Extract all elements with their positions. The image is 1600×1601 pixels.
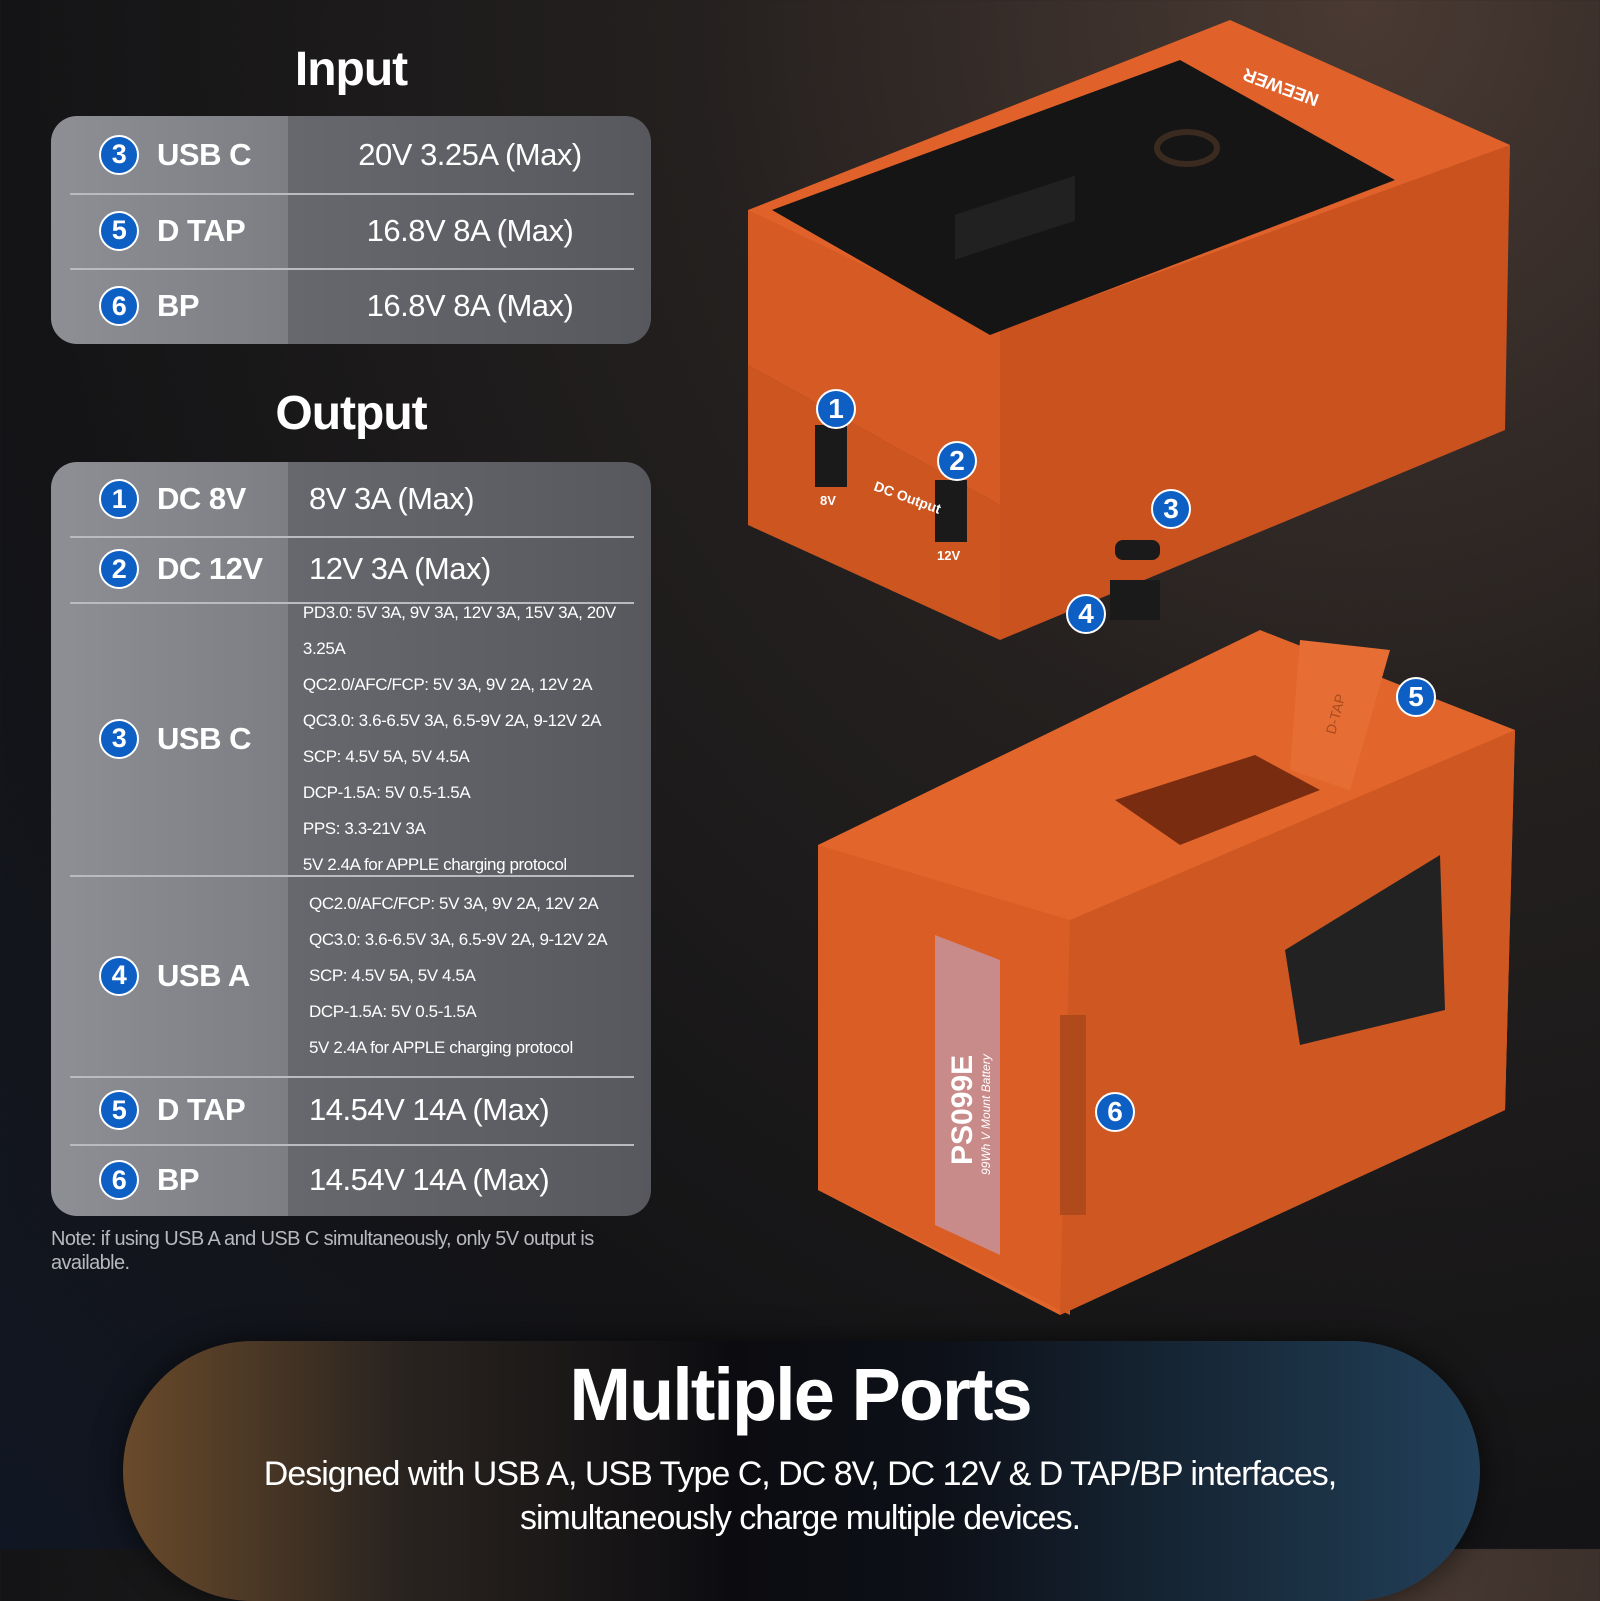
marker-6: 6 (1095, 1092, 1135, 1132)
port-dc-12v (935, 480, 967, 542)
port-name: DC 12V (157, 551, 263, 586)
banner-subtitle: Designed with USB A, USB Type C, DC 8V, … (0, 1452, 1600, 1540)
protocol-line: DCP-1.5A: 5V 0.5-1.5A (309, 1001, 477, 1021)
model-label (935, 935, 1000, 1255)
protocol-list: PD3.0: 5V 3A, 9V 3A, 12V 3A, 15V 3A, 20V… (283, 595, 651, 883)
port-badge: 4 (99, 955, 139, 996)
svg-text:PS099E: PS099E (946, 1055, 979, 1165)
port-badge: 3 (99, 134, 139, 175)
port-badge: 5 (99, 1090, 139, 1130)
table-row: 6 BP 16.8V 8A (Max) (51, 268, 651, 344)
table-row: 1 DC 8V 8V 3A (Max) (51, 462, 651, 536)
port-badge: 6 (99, 1160, 139, 1200)
port-spec: 14.54V 14A (Max) (309, 1092, 550, 1127)
port-badge: 5 (99, 210, 139, 251)
port-name: DC 8V (157, 481, 246, 516)
svg-text:8V: 8V (820, 493, 836, 508)
display-panel (772, 60, 1395, 335)
table-row: 4 USB A QC2.0/AFC/FCP: 5V 3A, 9V 2A, 12V … (51, 875, 651, 1076)
protocol-list: QC2.0/AFC/FCP: 5V 3A, 9V 2A, 12V 2A QC3.0… (289, 886, 608, 1066)
port-spec: 12V 3A (Max) (309, 551, 491, 586)
port-badge: 3 (99, 718, 139, 759)
protocol-line: PPS: 3.3-21V 3A (302, 818, 426, 838)
marker-3: 3 (1151, 489, 1191, 529)
banner-title: Multiple Ports (569, 1353, 1032, 1436)
svg-text:12V: 12V (937, 548, 960, 563)
protocol-line: DCP-1.5A: 5V 0.5-1.5A (302, 782, 471, 802)
protocol-line: QC2.0/AFC/FCP: 5V 3A, 9V 2A, 12V 2A (302, 674, 593, 694)
port-spec: 16.8V 8A (Max) (366, 288, 574, 323)
port-badge: 2 (99, 549, 139, 589)
port-name: USB C (157, 136, 251, 172)
table-row: 5 D TAP 14.54V 14A (Max) (51, 1076, 651, 1144)
port-name: D TAP (157, 212, 246, 248)
port-name: USB C (157, 720, 251, 756)
input-title: Input (294, 43, 408, 96)
bp-contacts (1060, 1015, 1086, 1215)
power-button-icon[interactable] (1154, 129, 1220, 167)
protocol-line: SCP: 4.5V 5A, 5V 4.5A (309, 965, 476, 985)
product-illustration: NEEWER DC Output 8V 12V PS099E 99Wh V Mo… (748, 20, 1515, 1315)
protocol-line: 5V 2.4A for APPLE charging protocol (309, 1037, 573, 1057)
subtitle-line: simultaneously charge multiple devices. (519, 1499, 1081, 1537)
protocol-line: QC2.0/AFC/FCP: 5V 3A, 9V 2A, 12V 2A (309, 893, 599, 913)
port-name: BP (157, 288, 200, 323)
table-row: 2 DC 12V 12V 3A (Max) (51, 536, 651, 602)
port-usb-c (1115, 540, 1160, 560)
marker-5: 5 (1396, 677, 1436, 717)
battery-bottom-unit: PS099E 99Wh V Mount Battery D-TAP (818, 630, 1515, 1315)
table-row: 3 USB C PD3.0: 5V 3A, 9V 3A, 12V 3A, 15V … (51, 602, 651, 875)
d-tap-cover (1290, 640, 1390, 790)
port-name: USB A (157, 957, 250, 993)
v-mount-plate (1285, 855, 1445, 1045)
footnote: Note: if using USB A and USB C simultane… (51, 1228, 594, 1274)
battery-top-unit: NEEWER DC Output 8V 12V (748, 20, 1510, 640)
port-badge: 6 (99, 286, 139, 326)
marker-1: 1 (816, 389, 856, 429)
port-dc-8v (815, 425, 847, 487)
input-table: 3 USB C 20V 3.25A (Max) 5 D TAP 16.8V 8A (Ma… (51, 116, 651, 344)
svg-text:99Wh V Mount Battery: 99Wh V Mount Battery (979, 1053, 993, 1175)
port-badge: 1 (99, 479, 139, 519)
port-spec: 16.8V 8A (Max) (366, 212, 574, 248)
table-row: 5 D TAP 16.8V 8A (Max) (51, 193, 651, 268)
marker-4: 4 (1066, 594, 1106, 634)
protocol-line: PD3.0: 5V 3A, 9V 3A, 12V 3A, 15V 3A, 20V… (302, 602, 616, 658)
port-spec: 14.54V 14A (Max) (309, 1162, 550, 1197)
protocol-line: SCP: 4.5V 5A, 5V 4.5A (302, 746, 470, 766)
table-row: 3 USB C 20V 3.25A (Max) (51, 116, 651, 193)
protocol-line: QC3.0: 3.6-6.5V 3A, 6.5-9V 2A, 9-12V 2A (302, 710, 602, 730)
subtitle-line: Designed with USB A, USB Type C, DC 8V, … (263, 1455, 1337, 1493)
port-usb-a (1110, 580, 1160, 620)
port-spec: 20V 3.25A (Max) (358, 136, 582, 172)
output-title: Output (275, 387, 427, 440)
protocol-line: QC3.0: 3.6-6.5V 3A, 6.5-9V 2A, 9-12V 2A (309, 929, 608, 949)
table-row: 6 BP 14.54V 14A (Max) (51, 1144, 651, 1216)
port-spec: 8V 3A (Max) (309, 481, 475, 516)
port-name: D TAP (157, 1092, 246, 1127)
port-name: BP (157, 1162, 200, 1197)
protocol-line: 5V 2.4A for APPLE charging protocol (302, 854, 567, 874)
marker-2: 2 (937, 441, 977, 481)
